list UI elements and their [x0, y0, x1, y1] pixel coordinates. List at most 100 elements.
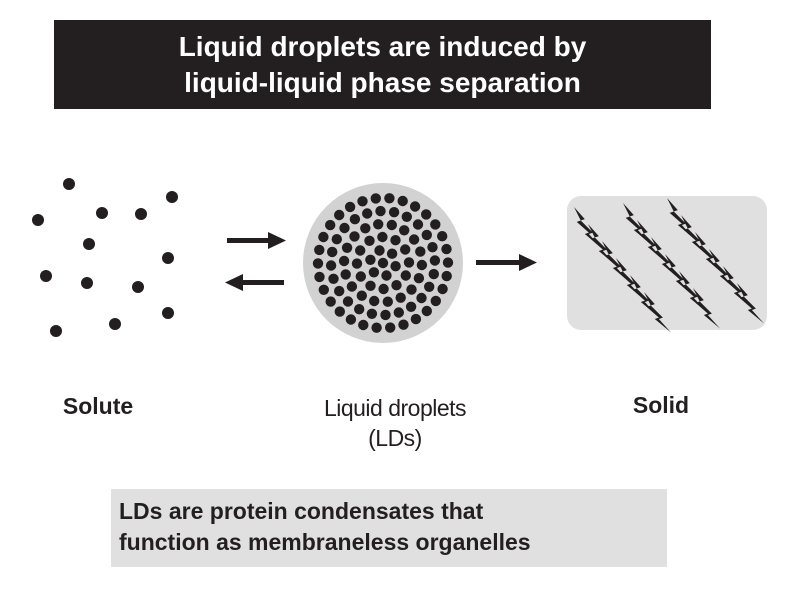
- liquid-droplets-label-line-1: Liquid droplets: [323, 395, 467, 421]
- droplet-dot: [334, 209, 345, 221]
- droplet-dot: [401, 211, 412, 222]
- droplet-dot: [421, 229, 432, 241]
- solute-dot: [96, 207, 108, 219]
- lightning-bolt-icon: [623, 203, 650, 244]
- droplet-dot: [386, 219, 397, 231]
- droplet-dot: [318, 231, 329, 243]
- droplet-dot: [377, 231, 388, 243]
- droplet-dot: [368, 267, 380, 278]
- droplet-dot: [340, 269, 351, 280]
- liquid-droplets-label: Liquid droplets (LDs): [290, 393, 500, 453]
- droplet-dot: [358, 319, 369, 331]
- solute-dot: [166, 191, 178, 203]
- solute-dot: [162, 307, 174, 319]
- lightning-bolt-icon: [681, 215, 708, 256]
- solute-dot: [81, 277, 93, 289]
- droplet-dot: [334, 306, 345, 317]
- droplet-dot: [327, 246, 338, 258]
- lightning-bolt-icon: [630, 275, 657, 316]
- lightning-bolt-icon: [709, 249, 736, 290]
- droplet-dot: [346, 281, 358, 292]
- equilibrium-arrows-icon: [225, 232, 286, 291]
- droplet-dot: [354, 304, 365, 315]
- solute-dot: [32, 214, 44, 226]
- droplet-dot: [390, 261, 401, 272]
- footer-line-2: function as membraneless organelles: [119, 529, 531, 555]
- droplet-dot: [357, 196, 368, 207]
- droplet-dot: [412, 219, 424, 230]
- droplet-dot: [374, 245, 385, 256]
- droplet-dot: [344, 201, 356, 213]
- lightning-bolt-icon: [602, 241, 629, 282]
- droplet-dot: [397, 195, 408, 207]
- lightning-bolt-icon: [723, 266, 750, 307]
- droplet-dot: [406, 284, 417, 295]
- droplet-dot: [395, 292, 406, 303]
- solid-label: Solid: [632, 392, 690, 418]
- droplet-dot: [416, 292, 427, 304]
- droplet-dot: [437, 231, 448, 242]
- footer-line-1: LDs are protein condensates that: [119, 498, 484, 524]
- droplet-dot: [328, 273, 339, 284]
- droplet-dot: [382, 296, 393, 307]
- footer-note: LDs are protein condensates that functio…: [111, 489, 667, 567]
- droplet-dot: [365, 280, 376, 291]
- droplet-dot: [314, 271, 325, 283]
- droplet-dot: [318, 284, 329, 295]
- droplet-dot: [421, 305, 432, 317]
- droplet-dot: [399, 225, 410, 236]
- droplet-dot: [427, 242, 438, 253]
- droplet-dot: [339, 222, 350, 234]
- title-line-1: Liquid droplets are induced by: [178, 30, 587, 62]
- droplet-dot: [325, 219, 336, 231]
- solute-dots: [32, 178, 178, 337]
- droplet-dot: [393, 307, 404, 318]
- lightning-bolt-icon: [651, 237, 678, 278]
- liquid-droplet: [303, 183, 463, 343]
- droplet-dot: [362, 208, 373, 219]
- droplet-dot: [380, 309, 391, 321]
- droplet-dot: [356, 290, 367, 301]
- droplet-dot: [312, 258, 324, 269]
- droplet-dot: [405, 301, 417, 312]
- droplet-dot: [388, 207, 400, 218]
- title-line-2: liquid-liquid phase separation: [184, 66, 581, 98]
- droplet-dot: [429, 255, 441, 266]
- droplet-dot: [408, 234, 420, 245]
- droplet-dot: [342, 296, 354, 307]
- droplet-dot: [360, 223, 371, 234]
- droplet-dot: [390, 235, 401, 246]
- droplet-dot: [430, 219, 441, 230]
- droplet-dot: [400, 244, 411, 255]
- droplet-dot: [415, 246, 426, 257]
- liquid-droplets-label-line-2: (LDs): [368, 425, 422, 451]
- droplet-dot: [334, 285, 345, 297]
- droplet-dot: [384, 193, 395, 204]
- right-arrow-icon: [476, 254, 537, 271]
- droplet-dot: [378, 283, 389, 295]
- lightning-bolt-icon: [679, 271, 706, 312]
- droplet-dot: [391, 280, 402, 291]
- droplet-dot: [410, 313, 422, 325]
- solute-dot: [50, 325, 62, 337]
- droplet-dot: [413, 273, 425, 284]
- droplet-dot: [369, 295, 380, 307]
- droplet-dot: [385, 322, 396, 333]
- droplet-dot: [355, 245, 366, 256]
- droplet-dot: [442, 257, 454, 268]
- droplet-dot: [351, 258, 363, 269]
- droplet-dot: [400, 270, 411, 281]
- droplet-dot: [341, 242, 353, 253]
- solute-dot: [63, 178, 75, 190]
- lightning-bolt-icon: [637, 220, 664, 261]
- droplet-dot: [355, 271, 366, 282]
- droplet-dot: [366, 308, 378, 319]
- droplet-dot: [345, 314, 357, 325]
- droplet-dot: [409, 201, 421, 212]
- solute-dot: [109, 318, 121, 330]
- solute-dot: [40, 270, 52, 282]
- lightning-bolt-icon: [737, 283, 764, 324]
- lightning-bolt-icon: [574, 207, 601, 248]
- droplet-dot: [364, 235, 375, 246]
